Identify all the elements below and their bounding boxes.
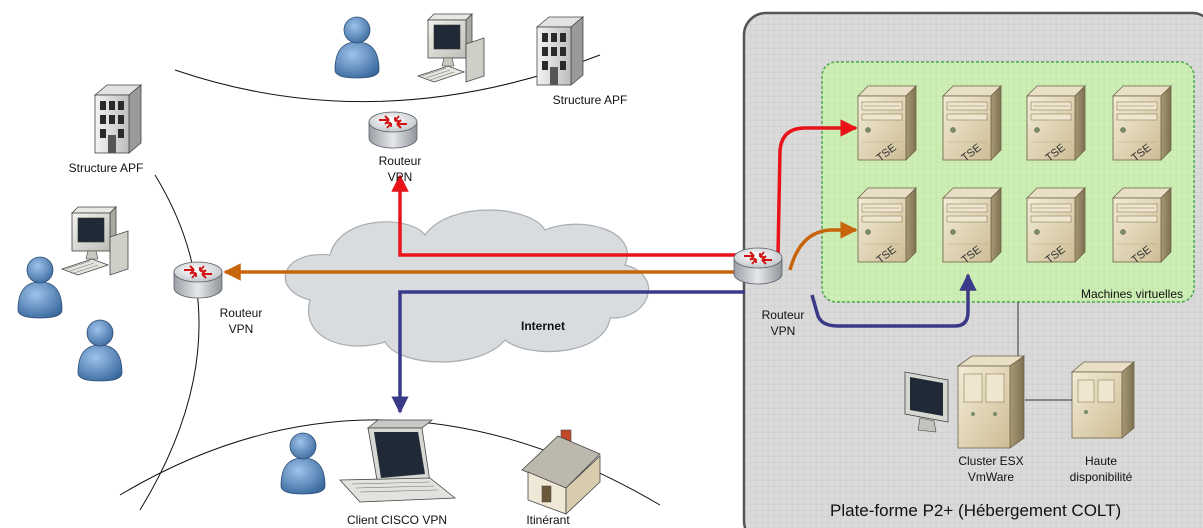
- link-red-to-top-router: [391, 174, 754, 257]
- ha-label-1: Haute: [1085, 454, 1117, 468]
- building-icon: [94, 84, 142, 154]
- cluster-server-icon: [956, 355, 1026, 449]
- link-navy-to-client: [391, 290, 745, 414]
- user-icon: [77, 319, 123, 382]
- cluster-label-2: VmWare: [968, 470, 1015, 484]
- router-platform-label-1: Routeur: [762, 308, 805, 322]
- workstation-icon: [61, 206, 129, 276]
- segment-arc-left: [139, 174, 200, 511]
- link-orange-to-vm: [788, 221, 858, 271]
- house-icon: [521, 429, 601, 515]
- monitor-icon: [904, 371, 949, 433]
- user-icon: [17, 256, 63, 319]
- platform-label: Plate-forme P2+ (Hébergement COLT): [830, 501, 1121, 520]
- router-top-label-2: VPN: [388, 170, 413, 184]
- segment-arc-top: [174, 54, 601, 103]
- router-icon[interactable]: [733, 247, 783, 285]
- link-red-to-vm: [776, 119, 858, 256]
- ha-label-2: disponibilité: [1070, 470, 1133, 484]
- router-platform-label-2: VPN: [771, 324, 796, 338]
- workstation-icon: [417, 13, 485, 83]
- client-vpn-label: Client CISCO VPN: [347, 513, 447, 527]
- cluster-label-1: Cluster ESX: [958, 454, 1023, 468]
- structure-left-label: Structure APF: [69, 161, 144, 175]
- vm-group-label: Machines virtuelles: [1081, 287, 1183, 301]
- internet-label: Internet: [521, 319, 565, 333]
- itinerant-label: Itinérant: [526, 513, 570, 527]
- link-navy-to-vm: [810, 273, 977, 328]
- cloud-icon: [284, 209, 650, 363]
- router-icon[interactable]: [173, 261, 223, 299]
- structure-top-label: Structure APF: [553, 93, 628, 107]
- building-icon: [536, 16, 584, 86]
- router-top-label-1: Routeur: [379, 154, 422, 168]
- user-icon: [280, 432, 326, 495]
- laptop-icon: [339, 419, 457, 503]
- router-left-label-2: VPN: [229, 322, 254, 336]
- user-icon: [334, 16, 380, 79]
- router-icon[interactable]: [368, 111, 418, 149]
- router-left-label-1: Routeur: [220, 306, 263, 320]
- ha-server-icon: [1070, 361, 1136, 439]
